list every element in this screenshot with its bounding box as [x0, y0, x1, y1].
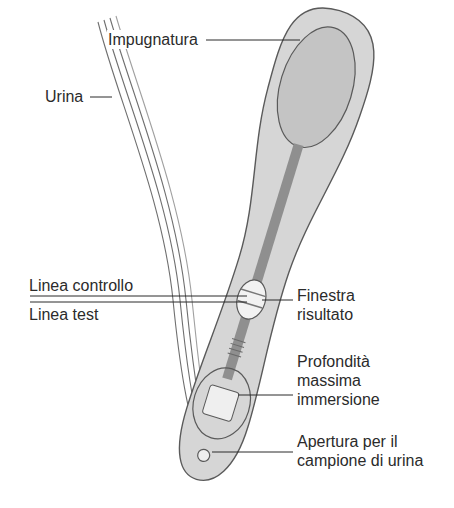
leader-lines — [30, 40, 300, 452]
control-line — [241, 289, 266, 297]
sample-opening — [196, 448, 211, 463]
leader-line — [212, 452, 293, 453]
test-strip — [222, 143, 303, 380]
absorbent-tip — [202, 384, 239, 421]
part-label: Urina — [44, 87, 84, 106]
leader-line — [90, 97, 112, 98]
urine-stream-line — [104, 20, 203, 452]
leader-line — [30, 302, 247, 303]
part-label: Linea test — [28, 305, 99, 324]
immersion-window — [184, 361, 259, 446]
leader-line — [262, 300, 293, 301]
urine-stream-line — [98, 22, 199, 452]
urine-stream — [98, 16, 208, 452]
part-label: Apertura per il campione di urina — [296, 432, 438, 470]
leader-line — [30, 296, 247, 297]
urine-stream-line — [110, 18, 206, 452]
stick-outline — [152, 0, 388, 494]
test-stick — [152, 0, 388, 494]
part-label: Linea controllo — [28, 276, 134, 295]
part-label: Impugnatura — [107, 30, 199, 49]
grip-oval — [264, 17, 369, 157]
strip-marks — [228, 339, 246, 357]
leader-line — [206, 40, 300, 41]
part-label: Profondità massima immersione — [296, 352, 430, 409]
part-label: Finestra risultato — [296, 286, 408, 324]
leader-line — [238, 395, 293, 396]
